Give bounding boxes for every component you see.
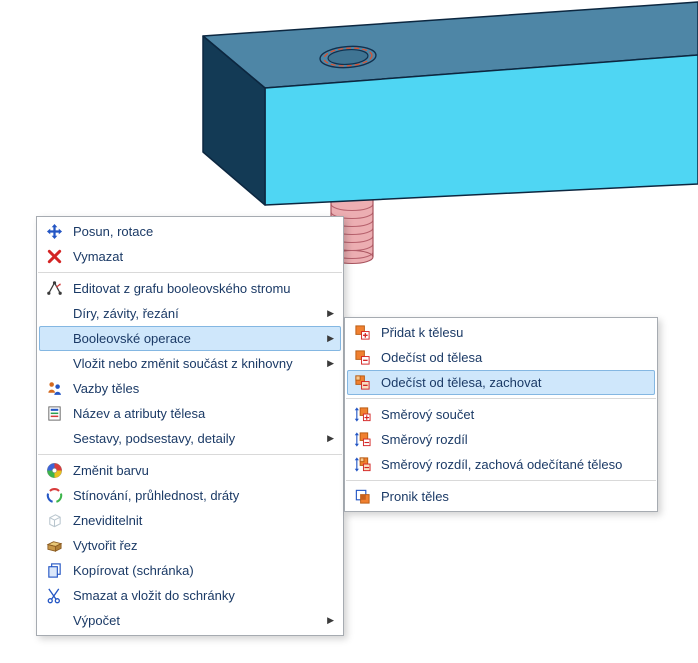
menu-item-posun-rotace[interactable]: Posun, rotace bbox=[39, 219, 341, 244]
change-color-icon bbox=[44, 462, 64, 480]
menu-item-sestavy-podsestavy-detaily[interactable]: Sestavy, podsestavy, detaily ▶ bbox=[39, 426, 341, 451]
menu-item-label: Stínování, průhlednost, dráty bbox=[73, 488, 240, 503]
menu-item-vlozit-soucast-z-knihovny[interactable]: Vložit nebo změnit součást z knihovny ▶ bbox=[39, 351, 341, 376]
submenu-item-label: Odečíst od tělesa bbox=[381, 350, 483, 365]
submenu-item-label: Směrový součet bbox=[381, 407, 475, 422]
shading-wireframe-icon bbox=[44, 487, 64, 505]
menu-item-kopirovat-schranka[interactable]: Kopírovat (schránka) bbox=[39, 558, 341, 583]
submenu-item-smerovy-soucet[interactable]: Směrový součet bbox=[347, 402, 655, 427]
menu-item-vypocet[interactable]: Výpočet ▶ bbox=[39, 608, 341, 633]
submenu-arrow-icon: ▶ bbox=[327, 333, 334, 343]
submenu-arrow-icon: ▶ bbox=[327, 358, 334, 368]
submenu-item-odecist-od-telesa[interactable]: Odečíst od tělesa bbox=[347, 345, 655, 370]
menu-item-smazat-vlozit-do-schranky[interactable]: Smazat a vložit do schránky bbox=[39, 583, 341, 608]
menu-item-label: Posun, rotace bbox=[73, 224, 154, 239]
menu-item-vazby-teles[interactable]: Vazby těles bbox=[39, 376, 341, 401]
boolean-directional-subtract-icon bbox=[352, 431, 372, 449]
menu-item-label: Sestavy, podsestavy, detaily bbox=[73, 431, 236, 446]
hide-cube-icon bbox=[44, 512, 64, 530]
menu-item-vytvorit-rez[interactable]: Vytvořit řez bbox=[39, 533, 341, 558]
blank-icon-slot bbox=[44, 330, 64, 348]
blank-icon-slot bbox=[44, 430, 64, 448]
copy-icon bbox=[44, 562, 64, 580]
boolean-intersect-icon bbox=[352, 488, 372, 506]
menu-item-label: Vložit nebo změnit součást z knihovny bbox=[73, 356, 293, 371]
boolean-tree-icon bbox=[44, 280, 64, 298]
body-links-icon bbox=[44, 380, 64, 398]
blank-icon-slot bbox=[44, 355, 64, 373]
menu-separator bbox=[346, 398, 656, 399]
submenu-item-label: Směrový rozdíl, zachová odečítané těleso bbox=[381, 457, 623, 472]
submenu-item-smerovy-rozdil[interactable]: Směrový rozdíl bbox=[347, 427, 655, 452]
create-section-icon bbox=[44, 537, 64, 555]
boolean-operations-submenu: Přidat k tělesu Odečíst od tělesa Odečís… bbox=[344, 317, 658, 512]
menu-item-stinovani-pruhlednost-draty[interactable]: Stínování, průhlednost, dráty bbox=[39, 483, 341, 508]
menu-item-label: Vazby těles bbox=[73, 381, 140, 396]
body-attributes-icon bbox=[44, 405, 64, 423]
submenu-item-label: Odečíst od tělesa, zachovat bbox=[381, 375, 542, 390]
beam-solid[interactable] bbox=[202, 1, 698, 206]
menu-item-label: Výpočet bbox=[73, 613, 120, 628]
move-rotate-icon bbox=[44, 223, 64, 241]
cut-scissors-icon bbox=[44, 587, 64, 605]
submenu-item-smerovy-rozdil-zachova[interactable]: Směrový rozdíl, zachová odečítané těleso bbox=[347, 452, 655, 477]
menu-item-zmenit-barvu[interactable]: Změnit barvu bbox=[39, 458, 341, 483]
submenu-arrow-icon: ▶ bbox=[327, 615, 334, 625]
menu-item-label: Vytvořit řez bbox=[73, 538, 138, 553]
submenu-item-pronik-teles[interactable]: Pronik těles bbox=[347, 484, 655, 509]
menu-item-label: Změnit barvu bbox=[73, 463, 149, 478]
menu-item-label: Booleovské operace bbox=[73, 331, 191, 346]
boolean-directional-add-icon bbox=[352, 406, 372, 424]
blank-icon-slot bbox=[44, 305, 64, 323]
menu-item-label: Vymazat bbox=[73, 249, 124, 264]
submenu-item-odecist-od-telesa-zachovat[interactable]: Odečíst od tělesa, zachovat bbox=[347, 370, 655, 395]
menu-item-label: Smazat a vložit do schránky bbox=[73, 588, 235, 603]
menu-separator bbox=[38, 272, 342, 273]
boolean-subtract-icon bbox=[352, 349, 372, 367]
menu-separator bbox=[38, 454, 342, 455]
submenu-item-label: Přidat k tělesu bbox=[381, 325, 464, 340]
menu-item-zneviditelnit[interactable]: Zneviditelnit bbox=[39, 508, 341, 533]
menu-item-booleovske-operace[interactable]: Booleovské operace ▶ bbox=[39, 326, 341, 351]
menu-item-label: Kopírovat (schránka) bbox=[73, 563, 194, 578]
submenu-item-label: Směrový rozdíl bbox=[381, 432, 468, 447]
menu-item-label: Název a atributy tělesa bbox=[73, 406, 206, 421]
boolean-subtract-keep-icon bbox=[352, 374, 372, 392]
submenu-item-label: Pronik těles bbox=[381, 489, 449, 504]
menu-item-label: Zneviditelnit bbox=[73, 513, 143, 528]
menu-item-label: Díry, závity, řezání bbox=[73, 306, 179, 321]
menu-item-vymazat[interactable]: Vymazat bbox=[39, 244, 341, 269]
blank-icon-slot bbox=[44, 612, 64, 630]
menu-item-nazev-atributy-telesa[interactable]: Název a atributy tělesa bbox=[39, 401, 341, 426]
menu-separator bbox=[346, 480, 656, 481]
submenu-arrow-icon: ▶ bbox=[327, 433, 334, 443]
submenu-item-pridat-k-telesu[interactable]: Přidat k tělesu bbox=[347, 320, 655, 345]
boolean-add-icon bbox=[352, 324, 372, 342]
context-menu: Posun, rotace Vymazat Editovat z grafu b… bbox=[36, 216, 344, 636]
threaded-hole[interactable] bbox=[319, 45, 377, 70]
menu-item-label: Editovat z grafu booleovského stromu bbox=[73, 281, 291, 296]
beam-side-face bbox=[202, 35, 266, 206]
submenu-arrow-icon: ▶ bbox=[327, 308, 334, 318]
boolean-directional-subtract-keep-icon bbox=[352, 456, 372, 474]
delete-icon bbox=[44, 248, 64, 266]
menu-item-diry-zavity-rezani[interactable]: Díry, závity, řezání ▶ bbox=[39, 301, 341, 326]
menu-item-editovat-boolean-strom[interactable]: Editovat z grafu booleovského stromu bbox=[39, 276, 341, 301]
